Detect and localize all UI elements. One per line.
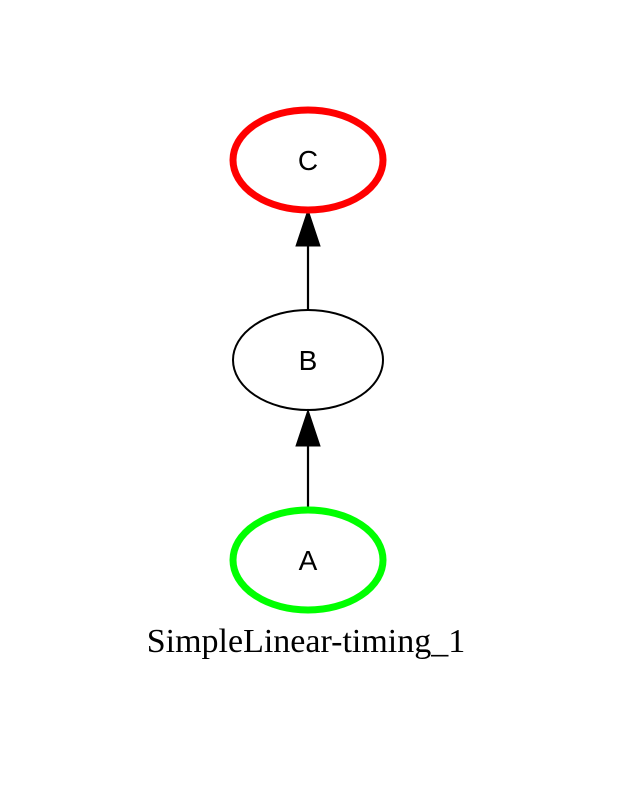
- node-c-label: C: [298, 145, 318, 176]
- arrowhead-c-icon: [295, 208, 321, 247]
- node-b-border: [232, 309, 384, 411]
- edge-b-to-c: [295, 208, 321, 310]
- node-a-label: A: [299, 545, 318, 576]
- arrowhead-b-icon: [295, 408, 321, 447]
- node-c-border: [229, 106, 387, 214]
- node-b[interactable]: B: [232, 309, 384, 411]
- node-b-label: B: [299, 345, 318, 376]
- node-c[interactable]: C: [229, 106, 387, 214]
- graph-title: SimpleLinear-timing_1: [147, 623, 465, 660]
- node-a-border: [229, 506, 387, 614]
- node-a[interactable]: A: [229, 506, 387, 614]
- edge-a-to-b: [295, 408, 321, 510]
